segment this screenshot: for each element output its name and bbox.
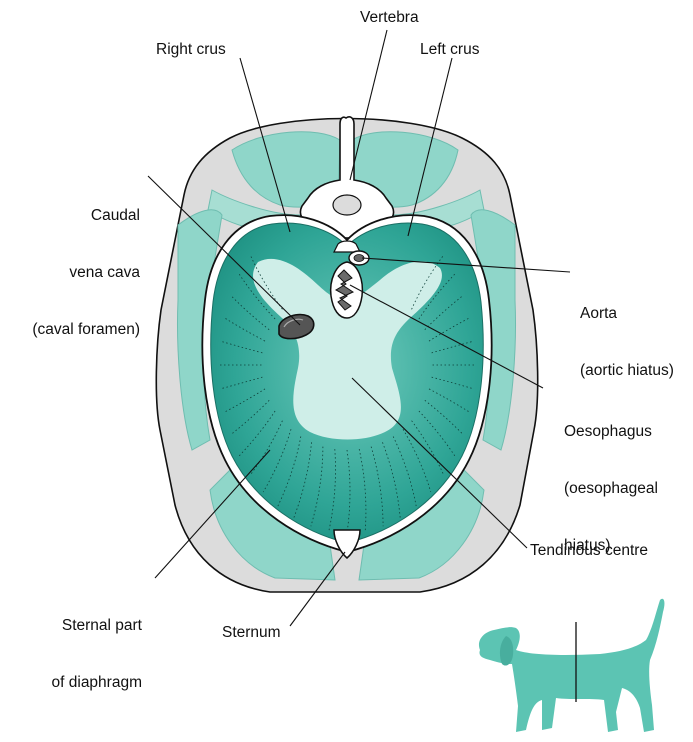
label-caudal-vena-cava-line3: (caval foramen) (8, 320, 140, 339)
label-sternal-part: Sternal part of diaphragm (10, 578, 142, 711)
label-oesophagus-line2: (oesophageal (564, 479, 658, 498)
label-caudal-vena-cava-line1: Caudal (8, 206, 140, 225)
label-aorta-line1: Aorta (580, 304, 674, 323)
label-caudal-vena-cava-line2: vena cava (8, 263, 140, 282)
dog-silhouette (479, 599, 664, 732)
label-vertebra: Vertebra (360, 8, 419, 27)
label-sternal-part-line1: Sternal part (10, 616, 142, 635)
label-aorta-line2: (aortic hiatus) (580, 361, 674, 380)
label-aorta: Aorta (aortic hiatus) (580, 266, 674, 399)
label-oesophagus-line1: Oesophagus (564, 422, 658, 441)
label-sternum: Sternum (222, 623, 281, 642)
vertebral-foramen (333, 195, 361, 215)
label-caudal-vena-cava: Caudal vena cava (caval foramen) (8, 168, 140, 358)
label-left-crus: Left crus (420, 40, 479, 59)
label-sternal-part-line2: of diaphragm (10, 673, 142, 692)
label-tendinous-centre: Tendinous centre (530, 541, 648, 560)
label-right-crus: Right crus (156, 40, 226, 59)
